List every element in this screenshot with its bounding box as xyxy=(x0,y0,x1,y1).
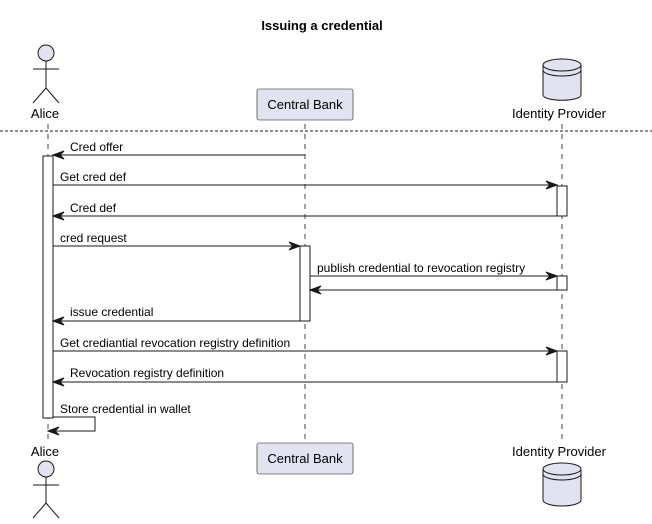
actor-head-icon xyxy=(37,460,55,478)
message-label: Cred offer xyxy=(70,140,123,154)
message-label: Get cred def xyxy=(60,170,127,184)
message-6 xyxy=(308,285,557,295)
message-label: Revocation registry definition xyxy=(70,366,224,380)
message-5: publish credential to revocation registr… xyxy=(310,261,559,281)
activation-identity-provider-1 xyxy=(556,185,568,217)
message-10: Store credential in wallet xyxy=(46,402,191,436)
message-label: cred request xyxy=(60,231,127,245)
message-label: Cred def xyxy=(70,201,117,215)
activation-central-bank xyxy=(299,245,311,322)
actor-head-icon xyxy=(37,44,55,62)
message-label: Store credential in wallet xyxy=(60,402,191,416)
message-1: Cred offer xyxy=(51,140,305,160)
participant-box-central-bank-bottom xyxy=(256,442,354,475)
participant-label-alice-top: Alice xyxy=(31,106,59,121)
participant-label-alice-bottom: Alice xyxy=(31,444,59,459)
message-2: Get cred def xyxy=(53,170,559,190)
activation-alice xyxy=(42,155,54,419)
actor-alice-top xyxy=(32,44,60,104)
message-9: Revocation registry definition xyxy=(51,366,557,387)
actor-alice-bottom xyxy=(32,460,60,519)
message-8: Get crediantial revocation registry defi… xyxy=(53,336,559,356)
participant-label-central-bank-top: Central Bank xyxy=(267,97,343,112)
message-3: Cred def xyxy=(51,201,557,221)
message-label: publish credential to revocation registr… xyxy=(317,261,525,275)
participant-label-identity-provider-top: Identity Provider xyxy=(512,106,607,121)
participant-box-central-bank-top xyxy=(256,88,354,121)
participant-label-identity-provider-bottom: Identity Provider xyxy=(512,444,607,459)
activation-identity-provider-2 xyxy=(556,275,568,291)
database-icon-bottom xyxy=(542,462,582,507)
message-label: Get crediantial revocation registry defi… xyxy=(60,336,290,350)
diagram-title: Issuing a credential xyxy=(261,18,382,33)
activation-identity-provider-3 xyxy=(556,350,568,383)
database-icon-top xyxy=(542,58,582,101)
message-7: issue credential xyxy=(51,305,300,326)
message-4: cred request xyxy=(53,231,302,251)
participant-label-central-bank-bottom: Central Bank xyxy=(267,451,343,466)
message-label: issue credential xyxy=(70,305,153,319)
